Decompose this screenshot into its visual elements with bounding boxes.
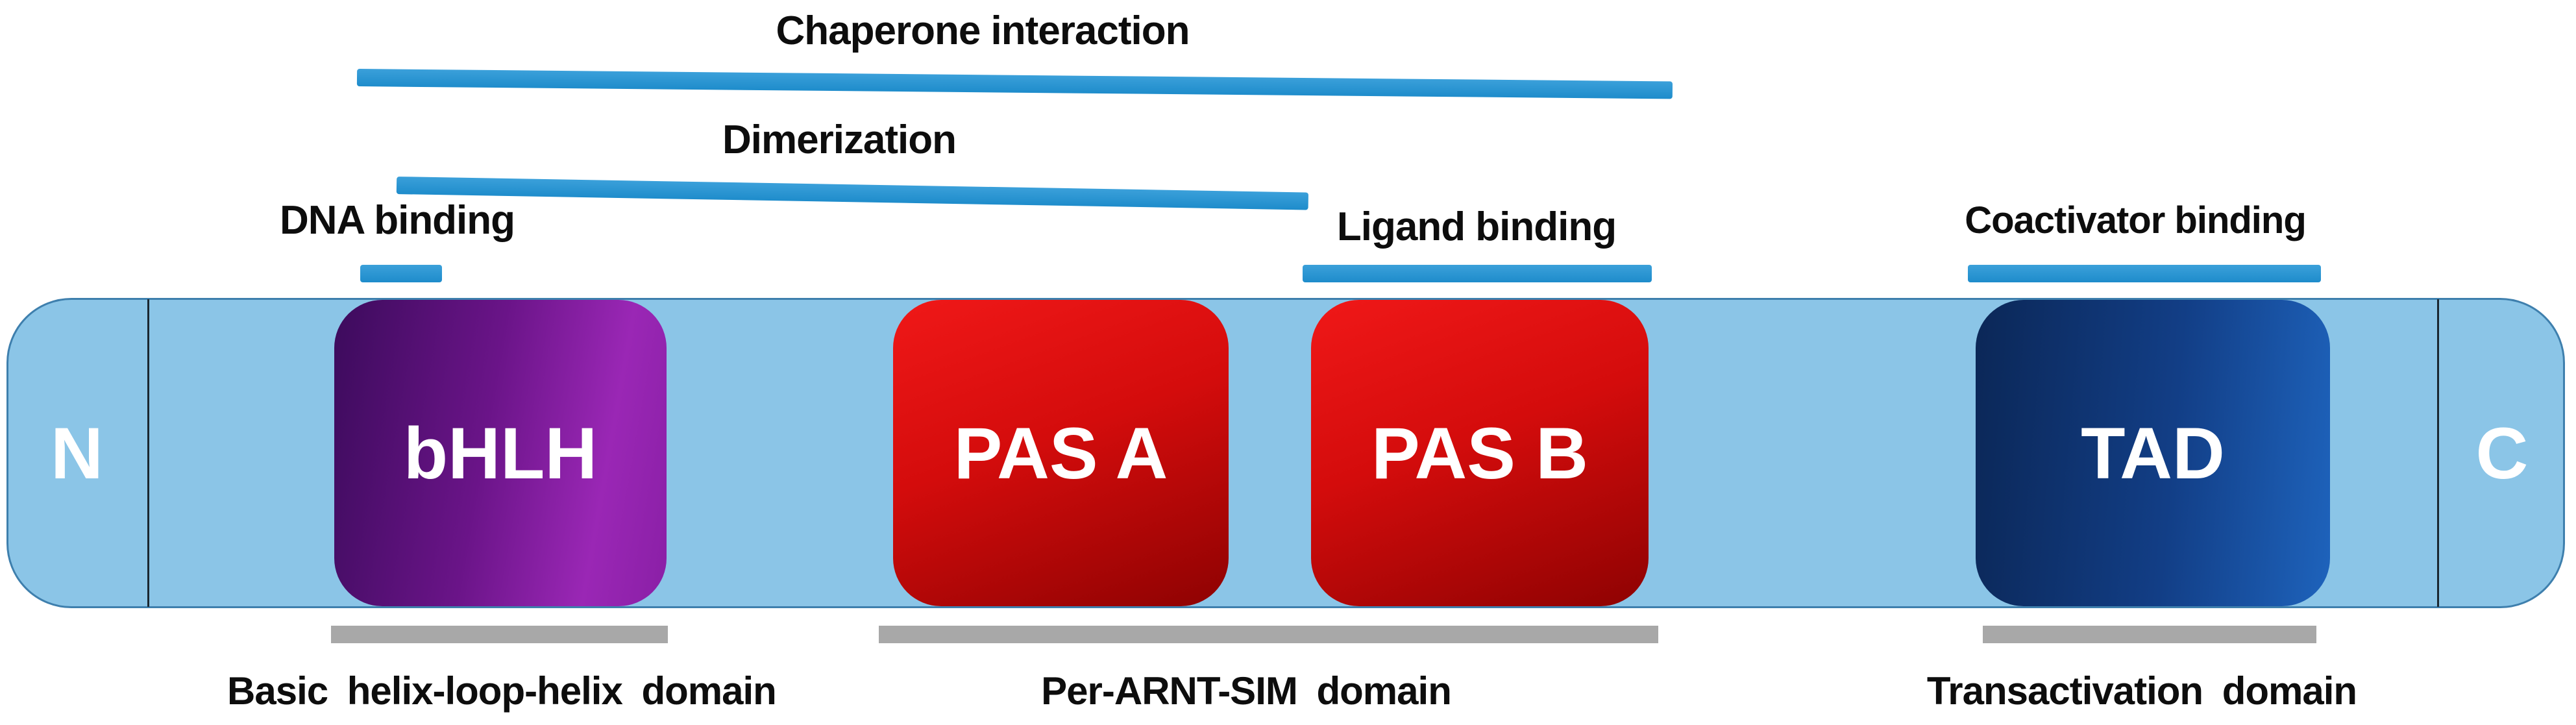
domain-box-bhlh: bHLH: [334, 300, 667, 606]
domain-box-pas-a: PAS A: [893, 300, 1229, 606]
c-terminus-label: C: [2475, 412, 2529, 494]
tad-domain-name-label: Transactivation domain: [1926, 669, 2357, 713]
dna-binding-label: DNA binding: [279, 198, 515, 243]
dna-binding-range-bar: [360, 265, 442, 282]
domain-box-tad: TAD: [1976, 300, 2330, 606]
pas-domain-name-label: Per-ARNT-SIM domain: [1041, 669, 1452, 713]
ligand-binding-range-bar: [1303, 265, 1652, 282]
dimerization-label: Dimerization: [722, 117, 957, 162]
coactivator-binding-range-bar: [1968, 265, 2321, 282]
ligand-binding-label: Ligand binding: [1336, 204, 1617, 249]
tad-domain-underline: [1983, 626, 2316, 643]
bhlh-domain-name-label: Basic helix-loop-helix domain: [227, 669, 777, 713]
n-terminus-separator-line: [147, 299, 149, 607]
domain-box-pas-b: PAS B: [1311, 300, 1649, 606]
bhlh-domain-underline: [331, 626, 668, 643]
pas-domain-underline: [879, 626, 1658, 643]
n-terminus-label: N: [51, 412, 103, 494]
coactivator-binding-label: Coactivator binding: [1965, 199, 2307, 241]
chaperone-interaction-label: Chaperone interaction: [776, 8, 1190, 53]
c-terminus-separator-line: [2437, 299, 2439, 607]
chaperone-interaction-range-line: [356, 69, 1673, 99]
